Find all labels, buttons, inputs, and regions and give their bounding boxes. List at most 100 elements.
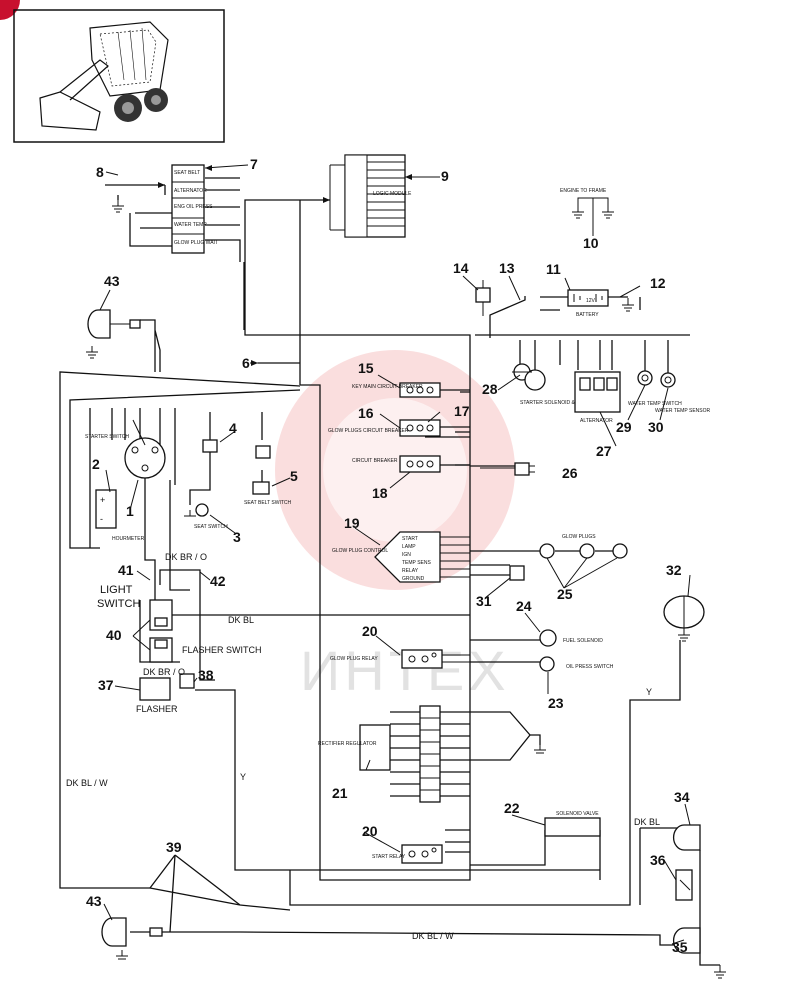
- glow-plug-relay: GLOW PLUG RELAY: [330, 649, 470, 669]
- callout-35: 35: [672, 939, 688, 955]
- callout-43b: 43: [86, 893, 102, 909]
- callout-31: 31: [476, 593, 492, 609]
- key-main-cb-label: KEY MAIN CIRCUIT BREAKER: [352, 384, 423, 390]
- connector-26: [514, 462, 535, 476]
- callout-21: 21: [332, 785, 348, 801]
- seat-switch-label: SEAT SWITCH: [194, 524, 228, 530]
- loader-illustration: [13, 9, 225, 143]
- wire-dk-br-o-2: DK BR / O: [143, 667, 185, 677]
- glow-plug-control: START LAMP IGN TEMP SENS RELAY GROUND GL…: [332, 531, 470, 583]
- wire-y-1: Y: [240, 772, 246, 782]
- watermark-logo: ИНТЕХ: [275, 350, 515, 702]
- ground-symbols: [86, 200, 726, 979]
- wire-dk-bl-w-2: DK BL / W: [412, 931, 454, 941]
- callout-24: 24: [516, 598, 532, 614]
- starter-solenoid-motor: STARTER SOLENOID & MOTOR: [512, 363, 595, 406]
- starter-solenoid-motor-label: STARTER SOLENOID & MOTOR: [520, 400, 595, 406]
- water-temp-sensor-label: WATER TEMP SENSOR: [655, 408, 710, 414]
- callout-32: 32: [666, 562, 682, 578]
- wire-dk-br-o-1: DK BR / O: [165, 552, 207, 562]
- callout-18: 18: [372, 485, 388, 501]
- callout-19: 19: [344, 515, 360, 531]
- solenoid-valve-label: SOLENOID VALVE: [556, 811, 599, 817]
- rectifier-regulator: RECTIFIER REGULATOR: [318, 705, 441, 803]
- circuit-breaker-label: CIRCUIT BREAKER: [352, 458, 398, 464]
- callout-30: 30: [648, 419, 664, 435]
- callout-5: 5: [290, 468, 298, 484]
- glow-plug-wait-lamp-label: GLOW PLUG WAIT: [174, 240, 218, 246]
- wire-dk-bl-w-1: DK BL / W: [66, 778, 108, 788]
- callout-11: 11: [546, 261, 561, 277]
- rear-lamp-34: [672, 824, 701, 851]
- alternator-lamp-label: ALTERNATOR: [174, 188, 207, 194]
- callout-arrows: [158, 165, 412, 366]
- switch-36: [675, 869, 693, 901]
- water-temp-sensor: WATER TEMP SENSOR: [655, 372, 710, 414]
- starter-switch: STARTER SWITCH: [85, 434, 166, 479]
- solenoid-valve: SOLENOID VALVE: [544, 811, 601, 837]
- flasher-label: FLASHER: [136, 704, 178, 714]
- glow-pin-4: RELAY: [402, 568, 419, 574]
- battery-voltage-label: 12V: [586, 298, 596, 304]
- callout-4: 4: [229, 420, 237, 436]
- callout-2: 2: [92, 456, 100, 472]
- skid-steer-loader-icon: [39, 21, 169, 131]
- seat-switch: SEAT SWITCH: [194, 503, 228, 530]
- engine-to-frame-label: ENGINE TO FRAME: [560, 188, 607, 194]
- glow-plugs-cb-label: GLOW PLUGS CIRCUIT BREAKER: [328, 428, 409, 434]
- light-switch-label-2: SWITCH: [97, 598, 140, 610]
- callout-3: 3: [233, 529, 241, 545]
- callout-13: 13: [499, 260, 515, 276]
- glow-plugs: GLOW PLUGS: [539, 534, 628, 559]
- callout-34: 34: [674, 789, 690, 805]
- callout-20b: 20: [362, 823, 378, 839]
- light-switch: [149, 599, 173, 631]
- seat-belt-lamp-label: SEAT BELT: [174, 170, 200, 176]
- warning-lamp-panel: SEAT BELT ALTERNATOR ENG OIL PRESS WATER…: [171, 164, 218, 254]
- flasher-switch-label: FLASHER SWITCH: [182, 645, 262, 655]
- connector-4: [202, 439, 271, 459]
- wire-dk-bl-1: DK BL: [228, 615, 254, 625]
- start-relay: START RELAY: [372, 844, 443, 864]
- flasher: [139, 673, 195, 701]
- callout-39: 39: [166, 839, 182, 855]
- callout-14: 14: [453, 260, 469, 276]
- glow-plug-control-label: GLOW PLUG CONTROL: [332, 548, 388, 554]
- callout-16: 16: [358, 405, 374, 421]
- callout-1: 1: [126, 503, 134, 519]
- relay-14: [475, 280, 491, 316]
- callout-28: 28: [482, 381, 498, 397]
- water-temp-lamp-label: WATER TEMP: [174, 222, 207, 228]
- callout-29: 29: [616, 419, 632, 435]
- callout-26: 26: [562, 465, 578, 481]
- svg-text:-: -: [100, 514, 103, 524]
- callout-27: 27: [596, 443, 612, 459]
- battery: 12V BATTERY: [540, 289, 628, 318]
- fuel-solenoid: FUEL SOLENOID: [539, 629, 603, 647]
- fuel-solenoid-label: FUEL SOLENOID: [563, 638, 603, 644]
- glow-pin-5: GROUND: [402, 576, 425, 582]
- red-corner-badge-icon: [0, 0, 20, 20]
- engine-to-frame-ground: ENGINE TO FRAME: [560, 188, 609, 228]
- callout-40: 40: [106, 627, 122, 643]
- callout-17: 17: [454, 403, 470, 419]
- callout-10: 10: [583, 235, 599, 251]
- hourmeter-label: HOURMETER: [112, 536, 145, 542]
- callout-42: 42: [210, 573, 226, 589]
- callout-9: 9: [441, 168, 449, 184]
- callout-37: 37: [98, 677, 114, 693]
- callout-15: 15: [358, 360, 374, 376]
- callout-36: 36: [650, 852, 666, 868]
- svg-text:+: +: [100, 495, 105, 505]
- seat-belt-switch-label: SEAT BELT SWITCH: [244, 500, 292, 506]
- alternator-label: ALTERNATOR: [580, 418, 613, 424]
- light-switch-label-1: LIGHT: [100, 584, 133, 596]
- rectifier-regulator-label: RECTIFIER REGULATOR: [318, 741, 377, 747]
- glow-plugs-label: GLOW PLUGS: [562, 534, 596, 540]
- rear-lamp-35: [672, 927, 701, 954]
- glow-plug-relay-label: GLOW PLUG RELAY: [330, 656, 378, 662]
- glow-pin-0: START: [402, 536, 418, 542]
- callout-8: 8: [96, 164, 104, 180]
- front-lamp-43-bottom: [101, 917, 163, 947]
